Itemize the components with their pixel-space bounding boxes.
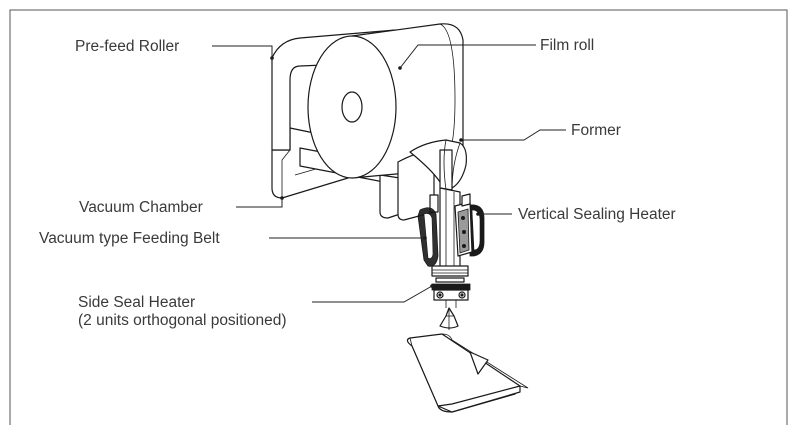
bag-shape	[439, 307, 459, 330]
vertical-heater-shape	[454, 193, 473, 257]
label-pre-feed-roller: Pre-feed Roller	[75, 38, 179, 55]
former-shape	[397, 139, 467, 221]
label-former: Former	[571, 122, 621, 139]
label-vacuum-feeding-belt: Vacuum type Feeding Belt	[39, 230, 220, 247]
conveyor-shape	[406, 333, 529, 413]
frame-border	[9, 9, 788, 425]
leader-lines	[212, 44, 566, 303]
label-film-roll: Film roll	[540, 37, 594, 54]
label-side-seal-heater-note: (2 units orthogonal positioned)	[78, 312, 287, 329]
machine-illustration	[271, 23, 529, 413]
feeding-belt-shape	[417, 204, 485, 267]
label-vacuum-chamber: Vacuum Chamber	[79, 199, 203, 216]
side-seal-heater-shape	[431, 265, 471, 308]
label-side-seal-heater: Side Seal Heater	[78, 294, 195, 311]
label-vertical-sealing-heater: Vertical Sealing Heater	[518, 206, 676, 223]
